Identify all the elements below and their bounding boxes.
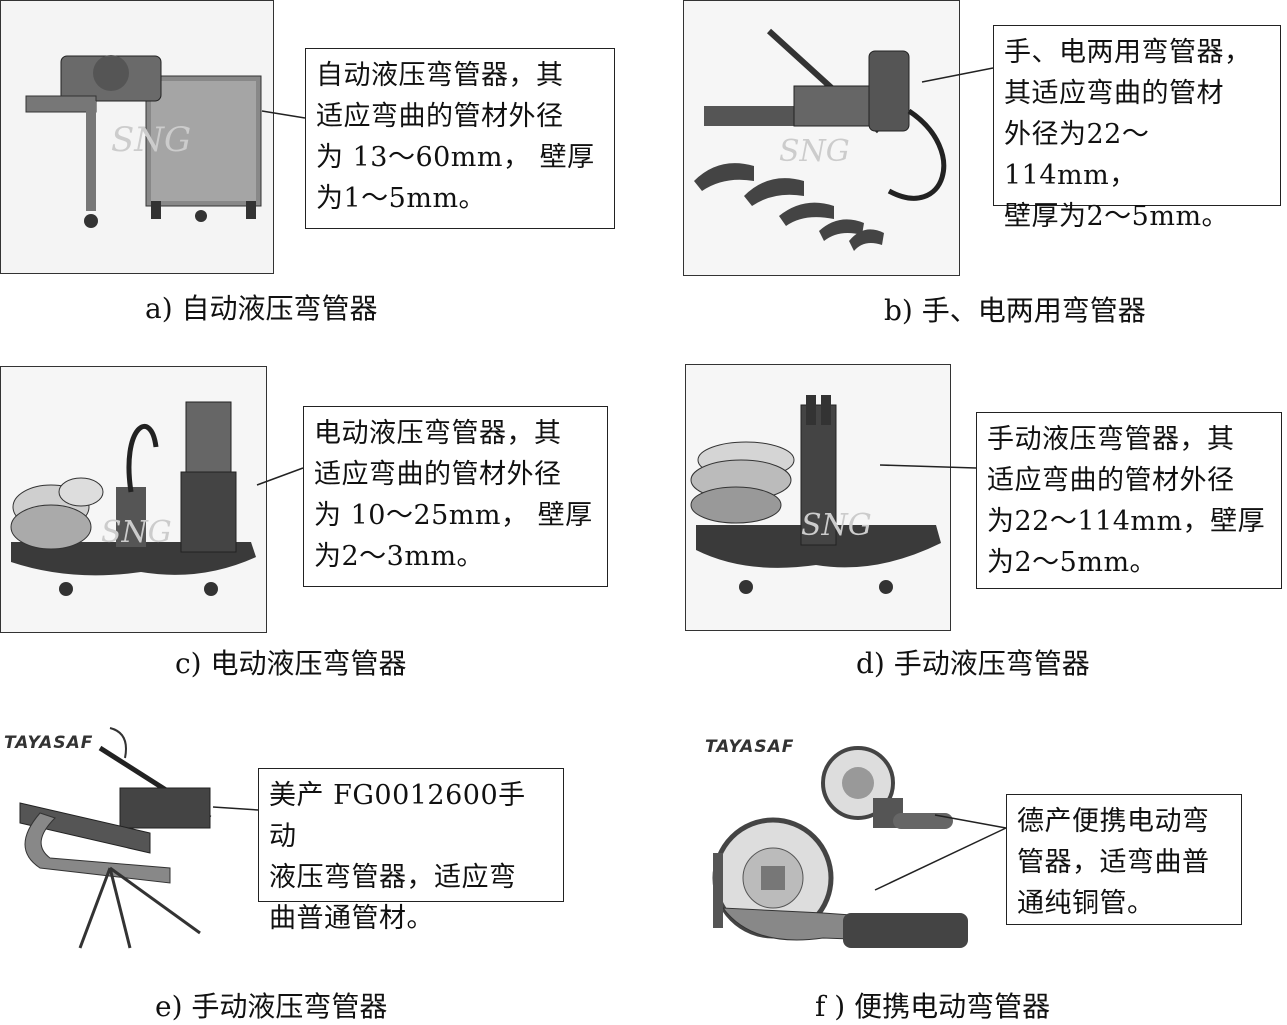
callout-f-line2: 管器，适弯曲普 — [1017, 847, 1210, 878]
svg-text:SNG: SNG — [101, 515, 172, 550]
callout-a-line2: 适应弯曲的管材外径 — [316, 101, 564, 132]
callout-c-line2: 适应弯曲的管材外径 — [314, 459, 562, 490]
callout-f-line3: 通纯铜管。 — [1017, 888, 1155, 919]
callout-b-line1: 手、电两用弯管器， — [1004, 37, 1252, 68]
callout-b-line3: 外径为22～114mm， — [1004, 119, 1150, 191]
callout-e: 美产 FG0012600手动 液压弯管器，适应弯 曲普通管材。 — [258, 768, 564, 934]
tayasaf-logo-f: TAYASAF — [705, 737, 795, 757]
callout-a-line4: 为1～5mm。 — [316, 183, 487, 214]
callout-d-line3: 为22～114mm，壁厚 — [987, 506, 1266, 537]
photo-electric-hydraulic-bender: SNG — [0, 366, 267, 633]
caption-f: f ) 便携电动弯管器 — [815, 990, 1051, 1023]
tayasaf-logo-e: TAYASAF — [4, 733, 94, 753]
callout-e-line3: 曲普通管材。 — [269, 903, 434, 934]
callout-f: 德产便携电动弯 管器，适弯曲普 通纯铜管。 — [1006, 794, 1242, 925]
photo-us-manual-hydraulic-bender — [0, 718, 212, 958]
callout-d-line1: 手动液压弯管器，其 — [987, 424, 1235, 455]
svg-text:SNG: SNG — [111, 120, 191, 160]
caption-d: d) 手动液压弯管器 — [856, 647, 1090, 680]
callout-b: 手、电两用弯管器， 其适应弯曲的管材 外径为22～114mm， 壁厚为2～5mm… — [993, 25, 1281, 232]
photo-manual-hydraulic-bender-d: SNG — [685, 364, 951, 631]
callout-c-line4: 为2～3mm。 — [314, 541, 485, 572]
callout-c-line1: 电动液压弯管器，其 — [314, 418, 562, 449]
photo-portable-electric-bender — [693, 738, 983, 958]
callout-b-line2: 其适应弯曲的管材 — [1004, 78, 1224, 109]
svg-text:SNG: SNG — [779, 134, 850, 169]
callout-a-line3: 为 13～60mm， 壁厚 — [316, 142, 595, 173]
callout-e-line2: 液压弯管器，适应弯 — [269, 862, 517, 893]
callout-d-line4: 为2～5mm。 — [987, 547, 1158, 578]
callout-d: 手动液压弯管器，其 适应弯曲的管材外径 为22～114mm，壁厚 为2～5mm。 — [976, 412, 1282, 589]
callout-d-line2: 适应弯曲的管材外径 — [987, 465, 1235, 496]
caption-c: c) 电动液压弯管器 — [175, 647, 407, 680]
caption-e: e) 手动液压弯管器 — [155, 990, 388, 1023]
callout-e-line1: 美产 FG0012600手动 — [269, 780, 526, 852]
photo-manual-electric-bender: SNG — [683, 0, 960, 276]
caption-b: b) 手、电两用弯管器 — [884, 294, 1146, 327]
photo-automatic-hydraulic-bender: SNG — [0, 0, 274, 274]
callout-c: 电动液压弯管器，其 适应弯曲的管材外径 为 10～25mm， 壁厚 为2～3mm… — [303, 406, 608, 587]
svg-text:SNG: SNG — [801, 508, 872, 543]
callout-b-line4: 壁厚为2～5mm。 — [1004, 201, 1230, 232]
caption-a: a) 自动液压弯管器 — [145, 292, 378, 325]
callout-c-line3: 为 10～25mm， 壁厚 — [314, 500, 593, 531]
leader-line-e — [212, 806, 259, 811]
callout-f-line1: 德产便携电动弯 — [1017, 806, 1210, 837]
callout-a-line1: 自动液压弯管器，其 — [316, 60, 564, 91]
callout-a: 自动液压弯管器，其 适应弯曲的管材外径 为 13～60mm， 壁厚 为1～5mm… — [305, 48, 615, 229]
